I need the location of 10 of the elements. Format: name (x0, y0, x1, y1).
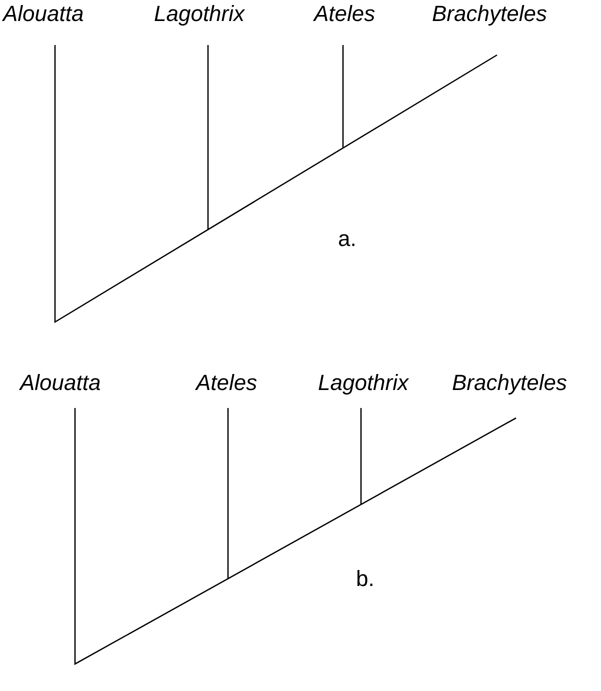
taxon-label: Lagothrix (154, 1, 245, 27)
taxon-label: Ateles (196, 370, 258, 396)
taxon-label: Brachyteles (452, 370, 567, 396)
taxon-label: Alouatta (20, 370, 101, 396)
taxon-label: Lagothrix (318, 370, 409, 396)
taxon-label: Brachyteles (432, 1, 547, 27)
taxon-label: Ateles (314, 1, 376, 27)
panel-label: b. (356, 566, 374, 592)
panel-label: a. (338, 226, 356, 252)
taxon-label: Alouatta (3, 1, 84, 27)
